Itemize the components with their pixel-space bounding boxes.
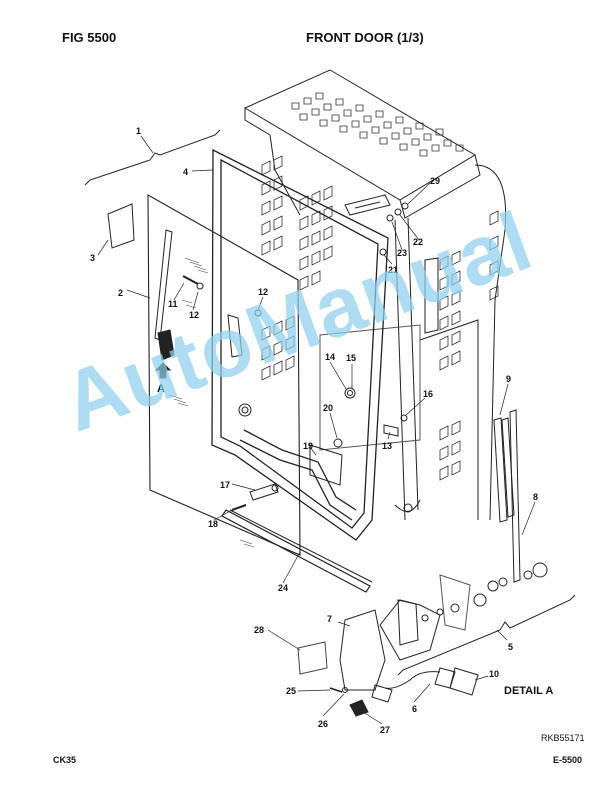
glass-shading — [169, 257, 255, 548]
page-title: FRONT DOOR (1/3) — [306, 30, 424, 45]
part-pad — [107, 203, 135, 249]
door-latch — [238, 403, 252, 417]
mounting-plate — [439, 574, 471, 631]
callout-3: 3 — [90, 253, 95, 263]
bolt-13 — [383, 424, 399, 437]
washer-16 — [400, 414, 408, 422]
callout-21: 21 — [388, 265, 398, 275]
wiper-arm-glass — [154, 229, 173, 341]
fastener-11 — [182, 275, 199, 285]
wiper-arm — [509, 409, 521, 583]
seal-strip — [221, 509, 371, 593]
callout-20: 20 — [323, 403, 333, 413]
door-glass — [147, 194, 301, 556]
callout-14: 14 — [325, 352, 335, 362]
callout-18: 18 — [208, 519, 218, 529]
callout-7: 7 — [327, 614, 332, 624]
hinge-17 — [249, 483, 279, 501]
callout-12a: 12 — [189, 310, 199, 320]
washer-5a — [473, 593, 487, 607]
hinge-18 — [231, 504, 247, 511]
callout-26: 26 — [318, 719, 328, 729]
washer-22 — [394, 208, 402, 216]
side-grille — [261, 155, 499, 481]
callout-24: 24 — [278, 583, 288, 593]
part-20 — [333, 438, 343, 448]
roof-grille — [291, 92, 464, 157]
bracket-5 — [397, 594, 576, 676]
view-marker-a: A — [157, 383, 165, 395]
label-28 — [297, 641, 328, 675]
callout-1: 1 — [136, 126, 141, 136]
door-frame — [211, 148, 389, 541]
leader-lines — [97, 135, 536, 725]
bracket-19 — [309, 444, 343, 486]
washer-12a — [196, 282, 204, 290]
washer-21 — [379, 248, 387, 256]
cap-8 — [532, 562, 548, 578]
callout-27: 27 — [380, 725, 390, 735]
callout-22: 22 — [413, 237, 423, 247]
callout-11: 11 — [168, 299, 178, 309]
callout-labels: 1 2 3 4 5 6 7 8 9 10 11 12 12 13 14 15 1… — [90, 126, 553, 735]
nut-15 — [344, 387, 356, 399]
screw-25 — [329, 687, 343, 693]
callout-19: 19 — [303, 441, 313, 451]
callout-9: 9 — [506, 374, 511, 384]
footer-page: E-5500 — [553, 755, 583, 765]
drawing-reference: RKB55171 — [541, 733, 585, 743]
wiper-blade — [493, 417, 508, 523]
detail-a-label: DETAIL A — [504, 685, 553, 697]
callout-5: 5 — [508, 642, 513, 652]
cover-7 — [339, 609, 386, 691]
callout-4: 4 — [183, 167, 188, 177]
washer-12b — [254, 309, 262, 317]
washer-5b — [487, 580, 499, 592]
callout-15: 15 — [346, 353, 356, 363]
callout-13: 13 — [382, 441, 392, 451]
bracket-1 — [84, 129, 221, 186]
callout-8: 8 — [533, 492, 538, 502]
frame-plate — [319, 324, 421, 451]
callout-10: 10 — [489, 669, 499, 679]
callout-16: 16 — [423, 389, 433, 399]
footer-model: CK35 — [53, 755, 77, 765]
callout-6: 6 — [412, 704, 417, 714]
cab-posts — [344, 194, 479, 521]
door-handle — [227, 314, 243, 358]
callout-29: 29 — [430, 176, 440, 186]
callout-23: 23 — [397, 248, 407, 258]
washer-23 — [386, 214, 394, 222]
callout-17: 17 — [220, 480, 230, 490]
harness — [384, 671, 441, 689]
callout-25: 25 — [286, 686, 296, 696]
washer-29 — [401, 202, 409, 210]
wiper-motor-glass — [157, 329, 175, 361]
connector-27 — [371, 684, 393, 703]
view-arrow — [154, 362, 172, 379]
callout-2: 2 — [118, 288, 123, 298]
figure-number: FIG 5500 — [62, 30, 117, 45]
washer-26 — [342, 687, 348, 693]
wiper-motor-assy — [379, 599, 441, 661]
switch-10 — [449, 667, 479, 696]
callout-28: 28 — [254, 625, 264, 635]
callout-12b: 12 — [258, 287, 268, 297]
